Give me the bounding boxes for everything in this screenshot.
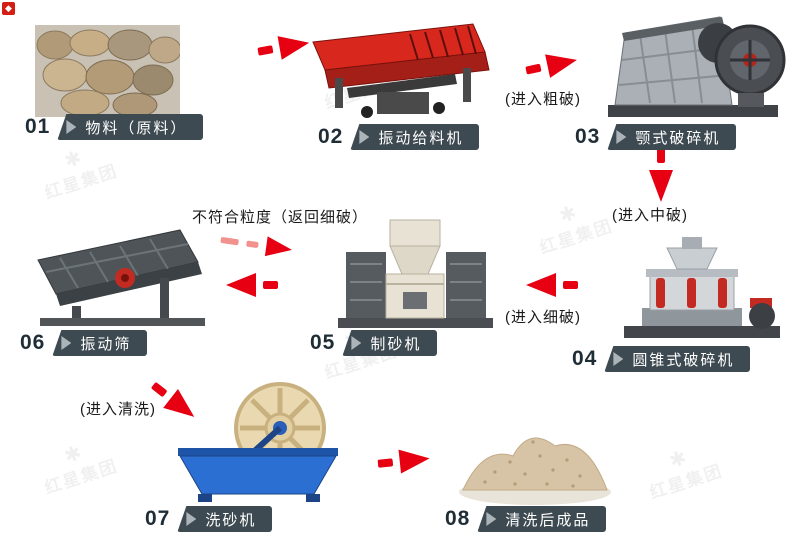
watermark-logo-icon: ✱ xyxy=(666,446,692,473)
step-label-01: 01 物料（原料） xyxy=(25,114,204,140)
step-title: 振动给料机 xyxy=(378,129,464,147)
jaw-crusher-image xyxy=(600,5,790,128)
chevron-icon xyxy=(186,512,197,526)
step-title: 物料（原料） xyxy=(85,119,188,137)
watermark-text: 红星集团 xyxy=(42,456,121,498)
step-title: 振动筛 xyxy=(80,335,132,353)
step-banner: 振动给料机 xyxy=(350,124,480,150)
watermark-logo-icon: ✱ xyxy=(61,441,87,468)
step-label-03: 03 颚式破碎机 xyxy=(575,124,737,150)
step-label-06: 06 振动筛 xyxy=(20,330,148,356)
step-title: 颚式破碎机 xyxy=(635,129,721,147)
step-label-07: 07 洗砂机 xyxy=(145,506,273,532)
watermark: ✱红星集团 xyxy=(640,439,726,503)
step-label-04: 04 圆锥式破碎机 xyxy=(572,346,751,372)
step-label-02: 02 振动给料机 xyxy=(318,124,480,150)
watermark-text: 红星集团 xyxy=(537,216,616,258)
step-banner: 颚式破碎机 xyxy=(607,124,737,150)
step-title: 清洗后成品 xyxy=(505,511,591,529)
annotation-washing: (进入清洗) xyxy=(80,401,156,418)
annotation-return-note: 不符合粒度（返回细破） xyxy=(192,209,369,226)
annotation-medium-crush: (进入中破) xyxy=(612,207,688,224)
arrow-cone-to-sandmaker-icon xyxy=(524,272,578,303)
annotation-fine-crush: (进入细破) xyxy=(505,309,581,326)
step-title: 洗砂机 xyxy=(205,511,257,529)
sand-maker-image xyxy=(328,212,503,335)
step-number: 03 xyxy=(575,125,601,148)
chevron-icon xyxy=(486,512,497,526)
raw-material-photo xyxy=(35,25,182,122)
step-banner: 圆锥式破碎机 xyxy=(604,346,751,372)
watermark: ✱红星集团 xyxy=(530,194,616,258)
arrow-screen-to-washer-icon xyxy=(142,375,204,433)
watermark-text: 红星集团 xyxy=(647,461,726,503)
cone-crusher-image xyxy=(612,228,792,348)
chevron-icon xyxy=(613,352,624,366)
finished-sand-photo xyxy=(455,412,615,512)
watermark-logo-icon: ✱ xyxy=(556,201,582,228)
chevron-icon xyxy=(351,336,362,350)
arrow-jaw-to-cone-icon xyxy=(648,148,674,209)
chevron-icon xyxy=(66,120,77,134)
arrow-washer-to-product-icon xyxy=(377,445,434,481)
step-banner: 振动筛 xyxy=(52,330,148,356)
step-number: 04 xyxy=(572,347,598,370)
step-banner: 洗砂机 xyxy=(177,506,273,532)
sand-washer-image xyxy=(168,382,348,509)
corner-logo-icon: ◆ xyxy=(2,2,15,15)
step-banner: 清洗后成品 xyxy=(477,506,607,532)
arrow-feeder-to-jaw-icon xyxy=(523,47,582,89)
vibrating-screen-image xyxy=(30,222,215,335)
chevron-icon xyxy=(359,130,370,144)
vibrating-feeder-image xyxy=(305,12,510,125)
annotation-coarse-crush: (进入粗破) xyxy=(505,91,581,108)
chevron-icon xyxy=(61,336,72,350)
step-banner: 物料（原料） xyxy=(57,114,204,140)
arrow-material-to-feeder-icon xyxy=(256,30,315,70)
step-number: 05 xyxy=(310,331,336,354)
watermark-text: 红星集团 xyxy=(42,161,121,203)
step-title: 制砂机 xyxy=(370,335,422,353)
arrow-sandmaker-to-screen-icon xyxy=(224,272,278,303)
watermark: ✱红星集团 xyxy=(35,139,121,203)
step-label-08: 08 清洗后成品 xyxy=(445,506,607,532)
step-number: 01 xyxy=(25,115,51,138)
step-banner: 制砂机 xyxy=(342,330,438,356)
watermark-logo-icon: ✱ xyxy=(61,146,87,173)
watermark: ✱红星集团 xyxy=(35,434,121,498)
step-number: 06 xyxy=(20,331,46,354)
step-title: 圆锥式破碎机 xyxy=(632,351,735,369)
step-number: 07 xyxy=(145,507,171,530)
chevron-icon xyxy=(616,130,627,144)
step-number: 02 xyxy=(318,125,344,148)
arrow-return-dashed-icon xyxy=(218,227,296,268)
step-label-05: 05 制砂机 xyxy=(310,330,438,356)
step-number: 08 xyxy=(445,507,471,530)
